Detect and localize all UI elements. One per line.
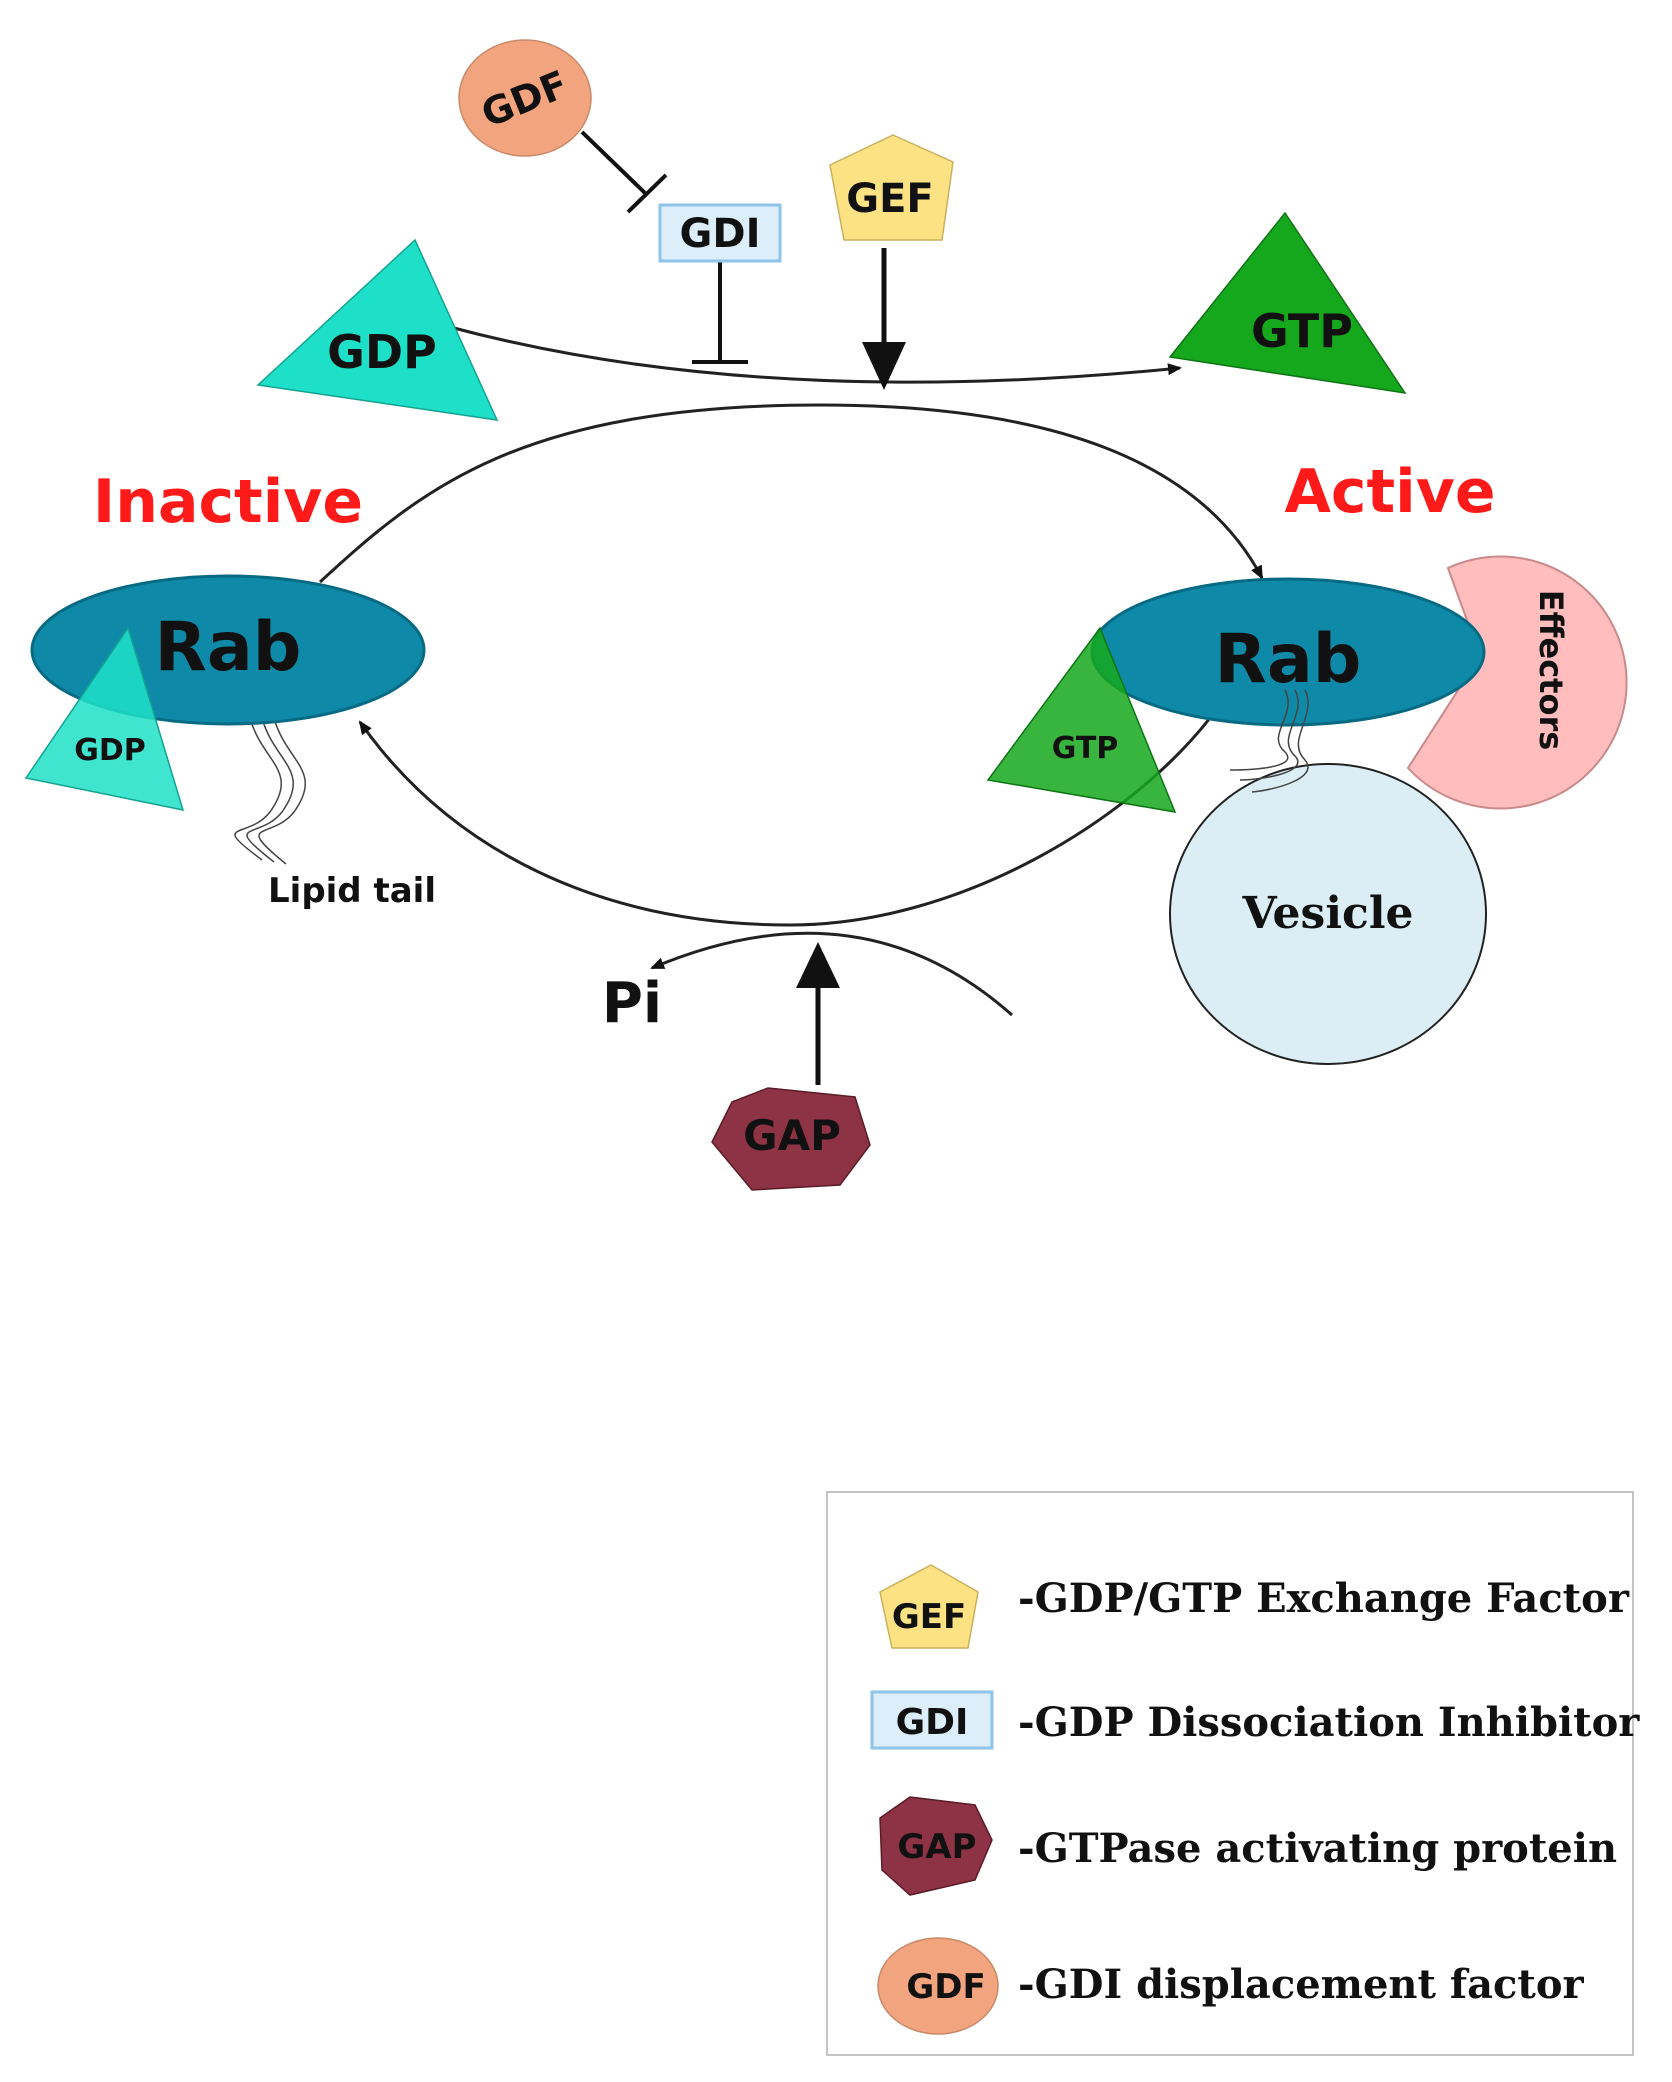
legend-gef-symbol-label: GEF — [892, 1597, 966, 1637]
gdi-node: GDI — [658, 203, 782, 263]
gdp-bound-node: GDP — [24, 626, 185, 811]
effectors-label: Effectors — [1532, 590, 1570, 751]
legend-item-gap: GAP -GTPase activating protein — [879, 1796, 1617, 1896]
legend-gdi-symbol-label: GDI — [896, 1702, 969, 1743]
legend-item-gdf: GDF -GDI displacement factor — [877, 1937, 1585, 2035]
gdi-label: GDI — [680, 211, 761, 257]
gef-node: GEF — [829, 134, 954, 241]
legend-gef-text: -GDP/GTP Exchange Factor — [1018, 1575, 1630, 1622]
gap-node: GAP — [711, 1087, 871, 1191]
gdf-ellipse — [458, 39, 592, 157]
gdp-free-node: GDP — [256, 238, 499, 421]
lipid-tail-inactive — [234, 717, 306, 865]
gtp-free-triangle — [1168, 211, 1407, 394]
gef-label: GEF — [846, 176, 933, 222]
gdp-to-gtp-arrow — [449, 325, 1182, 384]
legend-gap-symbol — [879, 1796, 993, 1896]
gdi-box — [658, 203, 782, 263]
gdp-bound-triangle — [24, 626, 185, 811]
gap-label: GAP — [743, 1111, 841, 1160]
legend-gdi-symbol — [870, 1690, 994, 1750]
gdf-node: GDF — [458, 39, 592, 157]
inactivation-arc — [358, 717, 1212, 927]
gdp-free-label: GDP — [327, 325, 437, 379]
effectors-shape — [1406, 555, 1628, 810]
vesicle-node: Vesicle — [1169, 763, 1487, 1065]
legend: GEF -GDP/GTP Exchange Factor GDI -GDP Di… — [826, 1491, 1640, 2056]
gtp-bound-triangle — [986, 626, 1177, 813]
gdp-free-triangle — [256, 238, 499, 421]
gtp-bound-label: GTP — [1052, 731, 1119, 766]
legend-gdf-symbol — [877, 1937, 999, 2035]
gtp-bound-node: GTP — [986, 626, 1177, 813]
activation-arc — [318, 403, 1264, 584]
effectors-node: Effectors — [1406, 555, 1628, 810]
gdf-inhibition-line — [580, 130, 647, 195]
legend-gap-text: -GTPase activating protein — [1018, 1825, 1617, 1872]
lipid-tail-label: Lipid tail — [268, 871, 436, 911]
legend-gef-symbol — [879, 1564, 979, 1649]
gtp-free-label: GTP — [1251, 304, 1353, 358]
rab-active-node: Rab — [1090, 577, 1486, 727]
lipid-tail-active — [1229, 689, 1309, 793]
gef-arrow-head — [862, 342, 906, 390]
inactive-state-label: Inactive — [93, 467, 363, 537]
vesicle-label: Vesicle — [1241, 888, 1413, 939]
pi-label: Pi — [602, 971, 662, 1036]
gef-pentagon — [829, 134, 954, 241]
active-state-label: Active — [1284, 457, 1495, 527]
legend-gdi-text: -GDP Dissociation Inhibitor — [1018, 1699, 1640, 1746]
legend-gdf-symbol-label: GDF — [906, 1967, 985, 2007]
legend-item-gef: GEF -GDP/GTP Exchange Factor — [879, 1564, 1630, 1649]
gtp-free-node: GTP — [1168, 211, 1407, 394]
rab-inactive-label: Rab — [155, 608, 302, 687]
legend-gdf-text: -GDI displacement factor — [1018, 1961, 1585, 2008]
legend-gap-symbol-label: GAP — [897, 1827, 976, 1867]
pi-release-arrow — [650, 931, 1013, 1017]
gap-heptagon — [711, 1087, 871, 1191]
gdp-bound-label: GDP — [74, 733, 146, 768]
legend-item-gdi: GDI -GDP Dissociation Inhibitor — [870, 1690, 1640, 1750]
gdf-inhibition-bar — [626, 173, 668, 214]
rab-active-label: Rab — [1215, 620, 1362, 699]
vesicle-ellipse — [1169, 763, 1487, 1065]
gap-arrow-head — [796, 942, 840, 988]
